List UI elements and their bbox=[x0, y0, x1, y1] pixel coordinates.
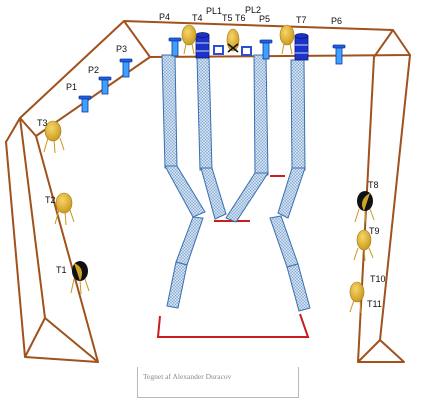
fixture-labels: P1 P2 P3 P4 PL1 PL2 T4 T5 T6 P5 T7 P6 T3… bbox=[37, 5, 386, 309]
moving-head-t5 bbox=[226, 28, 240, 53]
square-fixtures bbox=[213, 45, 252, 56]
drum-light-t4 bbox=[195, 32, 210, 59]
par-cans bbox=[78, 37, 346, 113]
label-p3: P3 bbox=[116, 44, 127, 54]
drum-light-t7 bbox=[294, 33, 309, 61]
moving-heads-black bbox=[70, 191, 375, 295]
moving-head-t4-yellow bbox=[181, 24, 197, 55]
par-can-p1 bbox=[78, 95, 92, 113]
par-can-p4 bbox=[168, 37, 182, 57]
moving-head-t9 bbox=[353, 229, 374, 262]
stage-floor-outline bbox=[156, 175, 310, 338]
par-can-p3 bbox=[119, 58, 133, 78]
moving-head-t3 bbox=[43, 120, 65, 154]
par-can-p6 bbox=[332, 44, 346, 65]
label-t10: T10 bbox=[370, 274, 386, 284]
label-t9: T9 bbox=[369, 226, 380, 236]
moving-head-t8 bbox=[354, 191, 375, 224]
hanging-pipes bbox=[161, 54, 311, 312]
moving-head-t7-yellow bbox=[279, 24, 295, 55]
drum-lights bbox=[195, 32, 309, 61]
par-can-p2 bbox=[98, 76, 112, 95]
label-pl1: PL1 bbox=[206, 6, 222, 16]
square-fixture-pl1 bbox=[213, 45, 224, 55]
moving-head-t1 bbox=[70, 261, 90, 295]
label-t7: T7 bbox=[296, 15, 307, 25]
label-pl2: PL2 bbox=[245, 5, 261, 15]
label-t6: T6 bbox=[235, 13, 246, 23]
label-p5: P5 bbox=[259, 14, 270, 24]
square-fixture-pl2 bbox=[241, 46, 252, 56]
label-p2: P2 bbox=[88, 65, 99, 75]
label-p6: P6 bbox=[331, 16, 342, 26]
moving-head-t2 bbox=[54, 192, 75, 226]
label-t4: T4 bbox=[192, 13, 203, 23]
credit-box bbox=[137, 367, 299, 398]
par-can-p5 bbox=[259, 39, 273, 60]
label-t1: T1 bbox=[56, 265, 67, 275]
label-t11: T11 bbox=[367, 299, 382, 309]
truss-frame bbox=[5, 20, 411, 363]
label-t2: T2 bbox=[45, 195, 56, 205]
label-t5: T5 bbox=[222, 13, 233, 23]
label-p1: P1 bbox=[66, 82, 77, 92]
label-t8: T8 bbox=[368, 180, 379, 190]
credit-text: Tegnet af Alexander Duracov bbox=[143, 372, 232, 381]
moving-heads bbox=[43, 24, 374, 314]
label-t3: T3 bbox=[37, 118, 48, 128]
moving-head-t10 bbox=[349, 281, 365, 314]
label-p4: P4 bbox=[159, 12, 170, 22]
